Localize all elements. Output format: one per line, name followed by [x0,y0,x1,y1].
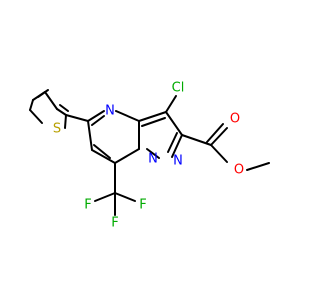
bond [94,192,116,202]
bond [29,109,43,124]
atom-label-nitrogen: N [148,152,158,167]
bond [91,149,116,164]
bond [167,132,178,153]
atom-label-fluorine: F [84,198,91,213]
bond [165,111,183,136]
atom-label-chlorine: Cl [172,81,185,96]
bond [87,110,105,122]
bond [65,114,89,122]
atom-label-oxygen: O [230,112,240,127]
molecule-structure: Cl N N N O O S F F F [29,81,270,231]
atom-labels-group: Cl N N N O O S F F F [53,81,244,231]
bond [114,192,136,202]
bond [93,144,111,159]
bond [91,115,105,126]
bond [181,134,212,146]
bond [56,108,67,116]
atom-label-oxygen: O [234,163,244,178]
bond [59,104,69,112]
bond [246,162,270,171]
bond [37,89,49,98]
bond [29,99,34,111]
bond [210,144,228,163]
bond [206,123,224,143]
bond [146,148,160,159]
bond [87,120,93,151]
bond [44,91,58,110]
bond [115,110,140,122]
bonds-group [29,89,270,216]
atom-label-nitrogen: N [105,104,115,119]
bond [171,134,183,158]
bond [210,127,228,146]
bond [138,111,167,122]
atom-label-fluorine: F [139,198,146,213]
atom-label-fluorine: F [111,216,118,231]
bond [64,114,67,129]
bond [114,148,140,164]
atom-label-nitrogen: N [173,154,183,169]
atom-label-sulfur: S [53,122,61,137]
bond [165,95,177,113]
bond [141,117,166,127]
molecule-canvas: Cl N N N O O S F F F [29,81,270,231]
